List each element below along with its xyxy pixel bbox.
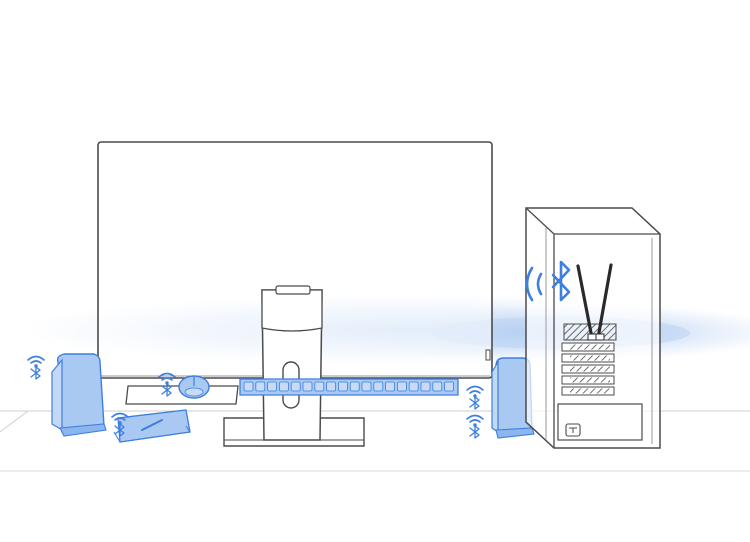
keyboard-key [408,381,419,392]
expansion-slot-vent [570,344,610,350]
keyboard-key [420,381,431,392]
keyboard-key [326,381,337,392]
keyboard-key [432,381,443,392]
expansion-slot-vent [570,388,610,394]
wifi-bluetooth-icon [27,355,45,380]
monitor [97,141,493,379]
wifi-bluetooth-icon [158,372,176,397]
bluetooth-icon [525,260,571,302]
keyboard [239,378,459,396]
keyboard-key [255,381,266,392]
expansion-slot-vent [570,366,610,372]
keyboard-key [373,381,384,392]
expansion-slot-vent [570,355,610,361]
wifi-bluetooth-icon [466,414,484,439]
keyboard-key [290,381,301,392]
keyboard-key [444,381,455,392]
wifi-bluetooth-icon [111,412,129,437]
keyboard-key [302,381,313,392]
expansion-slot-vent [570,377,610,383]
keyboard-key [361,381,372,392]
keyboard-key [337,381,348,392]
keyboard-key [349,381,360,392]
left-speaker [51,353,107,437]
keyboard-key [396,381,407,392]
mouse [178,375,210,399]
right-speaker [491,357,535,439]
keyboard-key [385,381,396,392]
wireless-pcie-card [563,263,617,341]
monitor-stand [223,285,365,447]
keyboard-key [278,381,289,392]
keyboard-key [243,381,254,392]
drawing-tablet [113,409,191,443]
keyboard-key [314,381,325,392]
wifi-bluetooth-icon [466,385,484,410]
keyboard-key [267,381,278,392]
